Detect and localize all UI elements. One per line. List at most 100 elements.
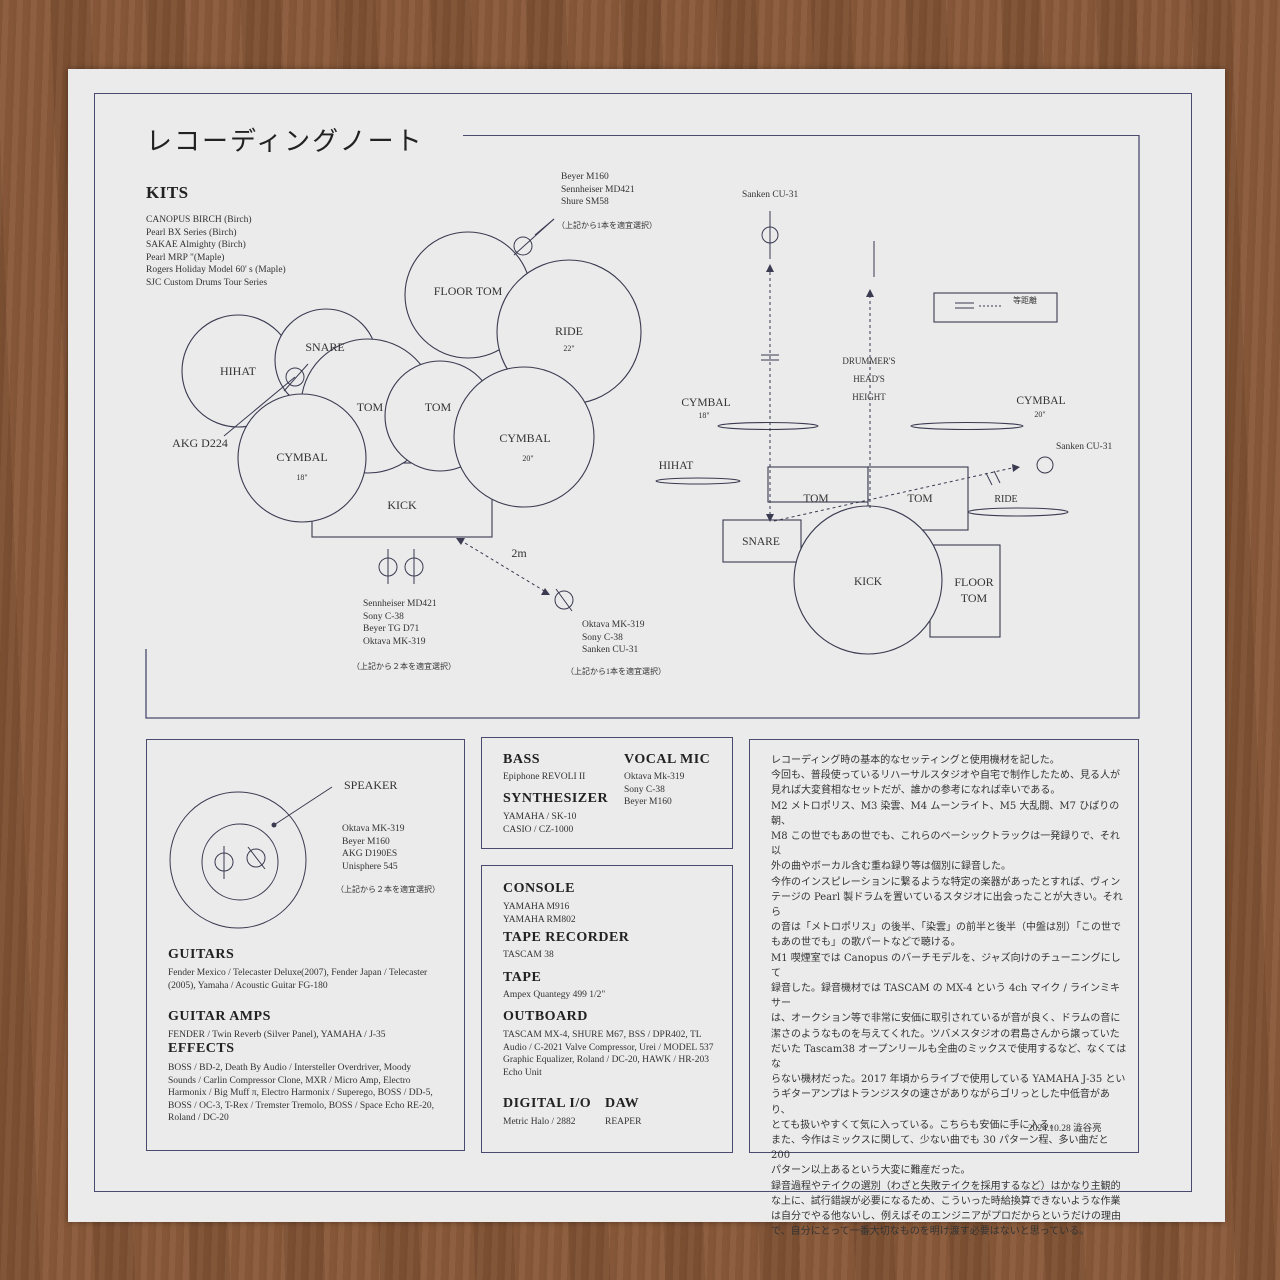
guitars-text: Fender Mexico / Telecaster Deluxe(2007),… bbox=[168, 968, 428, 991]
top-ride-label: RIDE bbox=[555, 324, 583, 338]
side-cymbal-right-label: CYMBAL bbox=[1016, 395, 1065, 407]
side-cymbal-right-size: 20" bbox=[1034, 410, 1045, 419]
side-kick-shape bbox=[793, 505, 943, 655]
speaker-label: SPEAKER bbox=[344, 778, 398, 792]
drum-side-view-diagram: CYMBAL 18" CYMBAL 20" HIHAT TOM TOM RIDE… bbox=[655, 211, 1069, 655]
top-hihat-label: HIHAT bbox=[220, 364, 257, 378]
guitar-amps-heading: GUITAR AMPS bbox=[168, 1009, 271, 1024]
cymbal-left-shape bbox=[237, 393, 367, 523]
side-right-mic-label: Sanken CU-31 bbox=[1056, 442, 1113, 452]
room-mic-note: （上記から1本を適宜選択） bbox=[566, 667, 666, 676]
snare-to-side-mic-dashed bbox=[773, 467, 1013, 522]
guitar-section-box bbox=[146, 739, 465, 1151]
distance-arrow bbox=[459, 539, 547, 593]
digital-io-text: Metric Halo / 2882 bbox=[503, 1117, 576, 1127]
side-hihat-label: HIHAT bbox=[659, 460, 694, 472]
digital-io-heading: DIGITAL I/O bbox=[503, 1096, 592, 1111]
overhead-mic-list: Beyer M160 Sennheiser MD421 Shure SM58 bbox=[561, 172, 635, 207]
side-tom1-shape bbox=[767, 466, 869, 503]
top-ride-size: 22" bbox=[563, 344, 574, 353]
console-text: YAMAHA M916 YAMAHA RM802 bbox=[503, 902, 576, 925]
side-cymbal-left-shape bbox=[717, 421, 819, 431]
speaker-mic-list: Oktava MK-319 Beyer M160 AKG D190ES Unis… bbox=[342, 824, 405, 872]
notes-box bbox=[749, 739, 1139, 1153]
guitar-amps-text: FENDER / Twin Reverb (Silver Panel), YAM… bbox=[168, 1030, 386, 1040]
diagram-frame bbox=[145, 135, 1140, 719]
synthesizer-heading: SYNTHESIZER bbox=[503, 791, 609, 806]
studio-gear-box bbox=[481, 865, 733, 1153]
top-cymbal-left-size: 18" bbox=[296, 473, 307, 482]
synthesizer-text: YAMAHA / SK-10 CASIO / CZ-1000 bbox=[503, 812, 577, 835]
kits-heading: KITS bbox=[146, 183, 189, 202]
effects-text: BOSS / BD-2, Death By Audio / Interstell… bbox=[168, 1063, 435, 1123]
side-snare-shape bbox=[722, 519, 802, 563]
room-mic-list: Oktava MK-319 Sony C-38 Sanken CU-31 bbox=[582, 620, 645, 655]
daw-heading: DAW bbox=[605, 1096, 640, 1111]
side-ride-shape bbox=[967, 507, 1069, 517]
outboard-text: TASCAM MX-4, SHURE M67, BSS / DPR402, TL… bbox=[503, 1030, 714, 1078]
tape-heading: TAPE bbox=[503, 970, 542, 985]
side-right-mic-icon bbox=[1036, 456, 1054, 474]
side-ride-label: RIDE bbox=[994, 494, 1017, 505]
top-tom2-label: TOM bbox=[425, 400, 452, 414]
kit-item: Pearl BX Series (Birch) bbox=[146, 227, 237, 238]
side-kick-label: KICK bbox=[854, 576, 883, 588]
kick-mic-note: （上記から２本を適宜選択） bbox=[352, 662, 456, 671]
top-cymbal-left-label: CYMBAL bbox=[276, 450, 327, 464]
side-hihat-shape bbox=[655, 477, 741, 485]
page-title: レコーディングノート bbox=[146, 127, 424, 157]
speaker-diagram bbox=[169, 786, 333, 929]
bass-text: Epiphone REVOLI II bbox=[503, 772, 586, 782]
notes-date-signature: 2024.10.28 澁谷亮 bbox=[1028, 1124, 1102, 1134]
top-floor-tom-label: FLOOR TOM bbox=[434, 284, 503, 298]
kits-list: CANOPUS BIRCH (Birch) Pearl BX Series (B… bbox=[146, 214, 286, 289]
vocal-mic-heading: VOCAL MIC bbox=[624, 752, 711, 767]
side-cymbal-right-shape bbox=[910, 421, 1024, 431]
bass-vocal-box bbox=[481, 737, 733, 849]
akg-pointer bbox=[223, 376, 296, 437]
console-heading: CONSOLE bbox=[503, 881, 575, 896]
vocal-mic-text: Oktava Mk-319 Sony C-38 Beyer M160 bbox=[624, 772, 685, 807]
side-top-mic-icon bbox=[761, 226, 779, 244]
legend-label: 等距離 bbox=[1013, 296, 1037, 305]
side-cymbal-left-size: 18" bbox=[698, 411, 709, 420]
legend-box bbox=[933, 292, 1058, 323]
kit-item: CANOPUS BIRCH (Birch) bbox=[146, 215, 252, 225]
kick-mic-icon-2 bbox=[404, 557, 424, 577]
top-tom1-label: TOM bbox=[357, 400, 384, 414]
overhead-mic-note: （上記から1本を適宜選択） bbox=[557, 221, 657, 230]
kit-item: SJC Custom Drums Tour Series bbox=[146, 277, 268, 288]
daw-text: REAPER bbox=[605, 1117, 642, 1127]
tape-text: Ampex Quantegy 499 1/2" bbox=[503, 990, 606, 1000]
side-top-mic-label: Sanken CU-31 bbox=[742, 190, 799, 200]
kit-item: Rogers Holiday Model 60' s (Maple) bbox=[146, 265, 286, 275]
outer-frame bbox=[94, 93, 1192, 1192]
top-snare-label: SNARE bbox=[305, 340, 344, 354]
top-cymbal-right-label: CYMBAL bbox=[499, 431, 550, 445]
bass-heading: BASS bbox=[503, 752, 541, 767]
distance-label: 2m bbox=[511, 546, 527, 560]
kick-mic-list: Sennheiser MD421 Sony C-38 Beyer TG D71 … bbox=[363, 599, 437, 647]
notes-text: レコーディング時の基本的なセッティングと使用機材を記した。 今回も、普段使ってい… bbox=[771, 755, 1127, 1238]
effects-heading: EFFECTS bbox=[168, 1041, 235, 1056]
side-cymbal-left-label: CYMBAL bbox=[681, 397, 730, 409]
tape-recorder-heading: TAPE RECORDER bbox=[503, 930, 630, 945]
kit-item: Pearl MRP "(Maple) bbox=[146, 252, 225, 263]
tape-recorder-text: TASCAM 38 bbox=[503, 950, 554, 960]
title-rule bbox=[463, 135, 1139, 137]
side-snare-label: SNARE bbox=[742, 536, 780, 548]
top-kick-label: KICK bbox=[387, 498, 417, 512]
paper-sheet: レコーディングノート KITS CANOPUS BIRCH (Birch) Pe… bbox=[68, 69, 1225, 1237]
side-tom2-label: TOM bbox=[907, 493, 932, 505]
kit-item: SAKAE Almighty (Birch) bbox=[146, 240, 246, 250]
overhead-mic-icon bbox=[513, 236, 533, 256]
kick-mic-icon-1 bbox=[378, 557, 398, 577]
side-tom1-label: TOM bbox=[803, 493, 828, 505]
cymbal-right-shape bbox=[453, 366, 595, 508]
top-cymbal-right-size: 20" bbox=[522, 454, 533, 463]
guitars-heading: GUITARS bbox=[168, 947, 235, 962]
akg-label: AKG D224 bbox=[172, 436, 228, 450]
drum-top-view-diagram: FLOOR TOM RIDE 22" HIHAT SNARE TOM TOM C… bbox=[172, 218, 642, 612]
drummer-head-height-label: DRUMMER'S HEAD'S HEIGHT bbox=[842, 356, 896, 402]
outboard-heading: OUTBOARD bbox=[503, 1009, 588, 1024]
